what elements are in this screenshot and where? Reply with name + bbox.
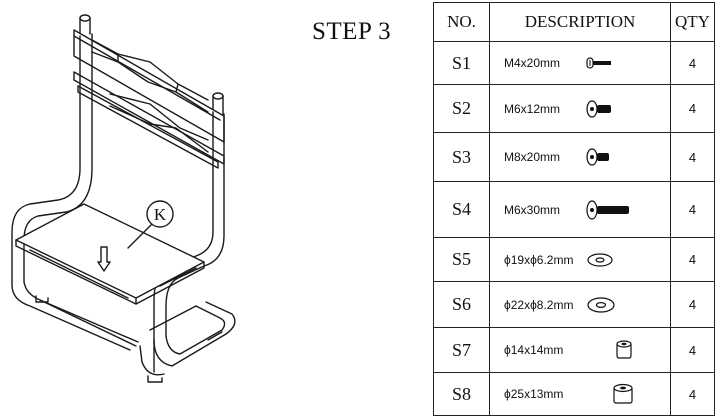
spacer-icon [616, 340, 632, 359]
part-description: M4x20mm [504, 56, 561, 70]
screw-pan-head-icon [586, 57, 611, 69]
table-row: S8 ϕ25x13mm 4 [433, 372, 715, 416]
part-no: S5 [433, 237, 490, 282]
parts-list-table: NO. DESCRIPTION QTY S1 M4x20mm 4 [433, 2, 715, 416]
part-qty: 4 [670, 41, 715, 85]
step-title: STEP 3 [312, 18, 392, 45]
screw-hex-socket-icon [586, 148, 609, 166]
header-no: NO. [433, 2, 490, 42]
part-no: S6 [433, 281, 490, 328]
part-no: S1 [433, 41, 490, 85]
part-qty: 4 [670, 84, 715, 133]
table-row: S2 M6x12mm 4 [433, 84, 715, 133]
part-description: ϕ19xϕ6.2mm [504, 252, 574, 267]
part-qty: 4 [670, 181, 715, 238]
part-description: ϕ25x13mm [504, 387, 564, 401]
callout-label-k: K [154, 205, 167, 224]
table-row: S6 ϕ22xϕ8.2mm 4 [433, 281, 715, 328]
tv-stand-assembly-figure: K [11, 14, 236, 383]
screw-hex-socket-icon [586, 99, 611, 118]
part-qty: 4 [670, 132, 715, 182]
table-row: S1 M4x20mm 4 [433, 41, 715, 85]
part-description: M6x12mm [504, 101, 561, 116]
table-row: S7 ϕ14x14mm 4 [433, 327, 715, 373]
spacer-icon [613, 383, 633, 404]
part-description: M6x30mm [504, 202, 561, 217]
part-no: S2 [433, 84, 490, 133]
washer-icon [587, 296, 615, 313]
washer-icon [587, 252, 613, 267]
screw-hex-socket-long-icon [586, 199, 629, 220]
part-no: S3 [433, 132, 490, 182]
part-no: S4 [433, 181, 490, 238]
part-qty: 4 [670, 237, 715, 282]
table-row: S4 M6x30mm 4 [433, 181, 715, 238]
part-description: M8x20mm [504, 150, 561, 164]
header-description: DESCRIPTION [489, 2, 671, 42]
part-qty: 4 [670, 372, 715, 416]
part-description: ϕ22xϕ8.2mm [504, 297, 574, 312]
table-row: S5 ϕ19xϕ6.2mm 4 [433, 237, 715, 282]
table-row: S3 M8x20mm 4 [433, 132, 715, 182]
part-description: ϕ14x14mm [504, 343, 564, 357]
table-header-row: NO. DESCRIPTION QTY [433, 2, 715, 42]
header-qty: QTY [670, 2, 715, 42]
part-no: S8 [433, 372, 490, 416]
part-no: S7 [433, 327, 490, 373]
part-qty: 4 [670, 281, 715, 328]
part-qty: 4 [670, 327, 715, 373]
